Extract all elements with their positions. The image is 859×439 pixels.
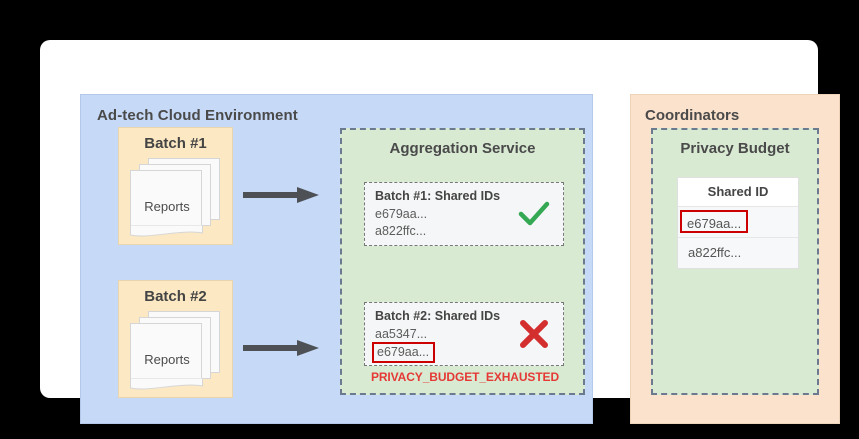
batch-2-report-label: Reports bbox=[144, 352, 190, 367]
coordinators-panel-title: Coordinators bbox=[645, 107, 740, 124]
batch-2-shared-id-1: aa5347... bbox=[375, 327, 428, 341]
batch-1-result-heading: Batch #1: Shared IDs bbox=[375, 189, 501, 203]
report-doc-front: Reports bbox=[130, 170, 202, 232]
batch-1-report-stack: Reports bbox=[130, 158, 225, 238]
cross-icon bbox=[520, 320, 548, 348]
aggregation-service-box: Aggregation Service Batch #1: Shared IDs… bbox=[340, 128, 585, 395]
batch-1-title: Batch #1 bbox=[144, 135, 207, 152]
shared-id-value: a822ffc... bbox=[688, 245, 742, 260]
batch-2-shared-id-2-highlighted: e679aa... bbox=[372, 342, 436, 363]
arrow-batch2-to-aggregation-icon bbox=[243, 340, 319, 356]
privacy-budget-error-message: PRIVACY_BUDGET_EXHAUSTED bbox=[370, 370, 560, 384]
batch-2-card: Batch #2 Reports bbox=[118, 280, 233, 398]
batch-1-result-panel: Batch #1: Shared IDs e679aa... a822ffc..… bbox=[364, 182, 564, 246]
batch-1-shared-id-1: e679aa... bbox=[375, 207, 428, 221]
privacy-budget-title: Privacy Budget bbox=[680, 140, 790, 157]
privacy-budget-box: Privacy Budget Shared ID e679aa... a822f… bbox=[651, 128, 819, 395]
shared-id-table: Shared ID e679aa... a822ffc... bbox=[677, 177, 799, 269]
batch-1-report-label: Reports bbox=[144, 199, 190, 214]
shared-id-value-highlighted: e679aa... bbox=[680, 210, 749, 233]
batch-2-report-stack: Reports bbox=[130, 311, 225, 391]
batch-2-result-panel: Batch #2: Shared IDs aa5347... e679aa... bbox=[364, 302, 564, 366]
batch-2-result-heading: Batch #2: Shared IDs bbox=[375, 309, 501, 323]
report-doc-wave-icon bbox=[130, 225, 203, 237]
shared-id-table-header: Shared ID bbox=[678, 178, 798, 207]
check-icon bbox=[518, 201, 550, 226]
batch-1-card: Batch #1 Reports bbox=[118, 127, 233, 245]
report-doc-front: Reports bbox=[130, 323, 202, 385]
table-row: e679aa... bbox=[678, 207, 798, 238]
adtech-panel-title: Ad-tech Cloud Environment bbox=[97, 107, 298, 124]
aggregation-service-title: Aggregation Service bbox=[389, 140, 536, 157]
batch-1-shared-id-2: a822ffc... bbox=[375, 224, 427, 238]
diagram-card: Ad-tech Cloud Environment Batch #1 Repor… bbox=[40, 40, 840, 424]
report-doc-wave-icon bbox=[130, 378, 203, 390]
batch-2-title: Batch #2 bbox=[144, 288, 207, 305]
arrow-batch1-to-aggregation-icon bbox=[243, 187, 319, 203]
table-row: a822ffc... bbox=[678, 238, 798, 268]
